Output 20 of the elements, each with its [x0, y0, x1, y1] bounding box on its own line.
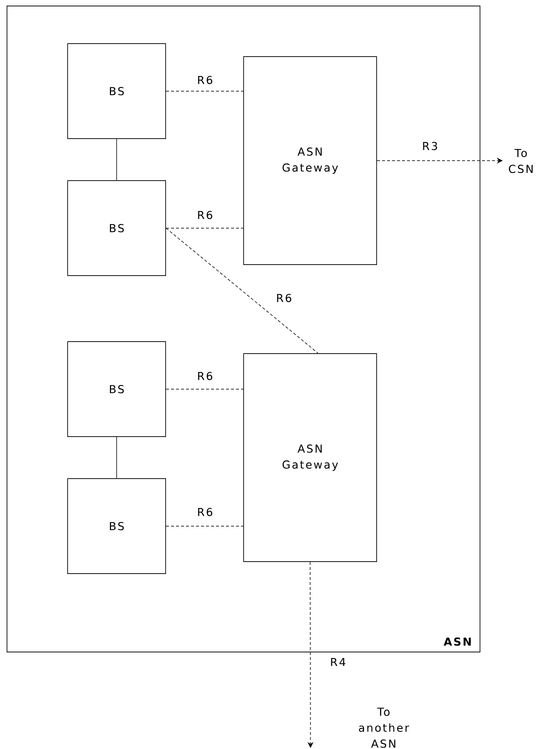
connector — [166, 388, 244, 390]
edge-label: R4 — [329, 657, 347, 667]
edge-label: R6 — [196, 210, 214, 220]
edge-label: R6 — [196, 506, 214, 518]
edge-label: R3 — [421, 140, 439, 152]
edge-label: R6 — [196, 74, 214, 86]
station-box: BS — [67, 43, 166, 139]
connector — [116, 436, 117, 479]
gateway-box: ASN Gateway — [243, 353, 377, 562]
destination-label: To another ASN — [358, 708, 410, 748]
station-box: BS — [67, 180, 166, 276]
station-box: BS — [67, 341, 166, 437]
station-box: BS — [67, 478, 166, 574]
connector — [116, 138, 117, 181]
edge-label: R6 — [275, 292, 293, 304]
connector — [166, 228, 318, 354]
connector — [166, 90, 244, 92]
gateway-box: ASN Gateway — [243, 56, 377, 265]
destination-label: To CSN — [508, 148, 533, 174]
edge-label: R6 — [196, 370, 214, 382]
